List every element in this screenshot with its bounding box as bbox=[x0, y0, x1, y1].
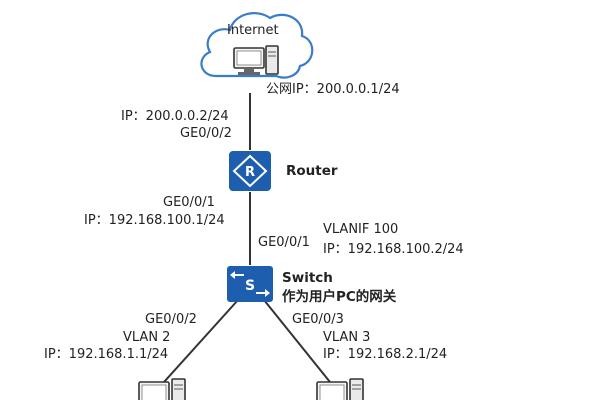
router-upstream-port: GE0/0/2 bbox=[180, 126, 232, 141]
router-downstream-ip: IP：192.168.100.1/24 bbox=[84, 213, 225, 228]
internet-cloud-icon bbox=[200, 12, 314, 79]
router-upstream-ip: IP：200.0.0.2/24 bbox=[121, 109, 229, 124]
left-pc-icon bbox=[138, 378, 186, 400]
switch-role: 作为用户PC的网关 bbox=[282, 289, 397, 305]
switch-uplink-port: GE0/0/1 bbox=[258, 235, 310, 250]
internet-public-ip: 公网IP：200.0.0.1/24 bbox=[266, 82, 400, 97]
switch-icon: S bbox=[227, 266, 273, 302]
right-pc-icon bbox=[316, 378, 364, 400]
right-branch-port: GE0/0/3 bbox=[292, 312, 344, 327]
right-branch-ip: IP：192.168.2.1/24 bbox=[323, 347, 448, 362]
right-branch-vlan: VLAN 3 bbox=[323, 330, 371, 345]
router-downstream-port: GE0/0/1 bbox=[163, 195, 215, 210]
link-switch-left-pc bbox=[154, 299, 239, 393]
link-switch-right-pc bbox=[263, 299, 339, 393]
switch-name: Switch bbox=[282, 270, 333, 286]
router-name: Router bbox=[286, 163, 338, 179]
svg-text:S: S bbox=[245, 278, 255, 294]
router-icon: R bbox=[229, 151, 271, 191]
left-branch-port: GE0/0/2 bbox=[145, 312, 197, 327]
left-branch-vlan: VLAN 2 bbox=[123, 330, 171, 345]
switch-vlanif: VLANIF 100 bbox=[323, 222, 399, 237]
internet-label: Internet bbox=[227, 23, 279, 38]
left-branch-ip: IP：192.168.1.1/24 bbox=[44, 347, 169, 362]
internet-pc-icon bbox=[233, 45, 279, 75]
svg-text:R: R bbox=[245, 165, 255, 180]
switch-vlanif-ip: IP：192.168.100.2/24 bbox=[323, 242, 464, 257]
